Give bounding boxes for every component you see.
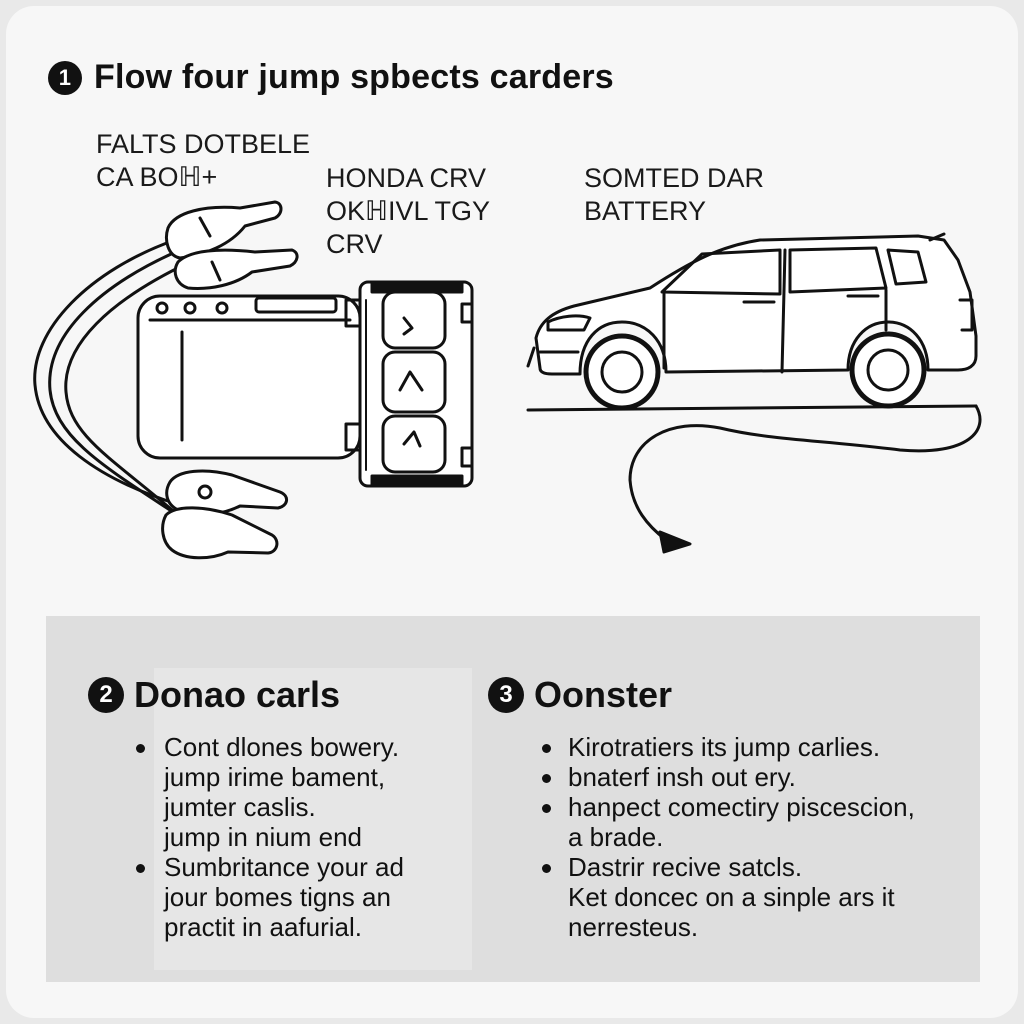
bullet-line: jump in nium end bbox=[164, 822, 362, 852]
bullet-line: Ket doncec on a sinple ars it bbox=[568, 882, 895, 912]
panel-highlight bbox=[154, 668, 472, 970]
list-item: Dastrir recive satcls. Ket doncec on a s… bbox=[488, 852, 968, 942]
bullet-line: jump irime bament, bbox=[164, 762, 386, 792]
bullet-line: Sumbritance your ad bbox=[164, 852, 404, 882]
bullet-line: a brade. bbox=[568, 822, 664, 852]
target-battery-label: SOMTED DAR BATTERY bbox=[584, 163, 765, 226]
bullet-line: bnaterf insh out ery. bbox=[568, 762, 796, 792]
bullet-dot bbox=[542, 864, 551, 873]
list-item: Cont dlones bowery. jump irime bament, j… bbox=[88, 732, 488, 852]
bullet-dot bbox=[542, 804, 551, 813]
bullet-line: Cont dlones bowery. bbox=[164, 732, 400, 762]
list-item: bnaterf insh out ery. bbox=[488, 762, 968, 792]
bullet-line: Kirotratiers its jump carlies. bbox=[568, 732, 881, 762]
suv-car-icon bbox=[526, 232, 978, 411]
section-2-heading: 2 Donao carls bbox=[88, 674, 488, 716]
bottom-clamps-icon bbox=[161, 469, 288, 560]
section-2-bullets: Cont dlones bowery. jump irime bament, j… bbox=[88, 732, 488, 942]
main-title: 1 Flow four jump spbects carders bbox=[48, 58, 614, 97]
step-3-badge: 3 bbox=[488, 677, 524, 713]
bullet-line: nerresteus. bbox=[568, 912, 699, 942]
bullet-line: hanpect comectiry piscescion, bbox=[568, 792, 915, 822]
jumper-cables bbox=[33, 238, 197, 532]
top-clamps-icon bbox=[165, 200, 299, 290]
main-title-text: Flow four jump spbects carders bbox=[94, 58, 614, 96]
flow-arrow-icon bbox=[526, 404, 982, 554]
step-1-badge: 1 bbox=[48, 60, 82, 95]
bullet-line: practit in aafurial. bbox=[164, 912, 362, 942]
section-3: 3 Oonster Kirotratiers its jump carlies.… bbox=[488, 674, 968, 942]
bullet-dot bbox=[136, 744, 145, 753]
section-2: 2 Donao carls Cont dlones bowery. jump i… bbox=[88, 674, 488, 942]
booster-pack-icon bbox=[136, 294, 362, 460]
bullet-dot bbox=[542, 744, 551, 753]
bullet-dot bbox=[136, 864, 145, 873]
section-2-title: Donao carls bbox=[134, 674, 341, 715]
list-item: Sumbritance your ad jour bomes tigns an … bbox=[88, 852, 488, 942]
step-2-badge: 2 bbox=[88, 677, 124, 713]
bullet-line: Dastrir recive satcls. bbox=[568, 852, 803, 882]
jump-starter-illustration bbox=[33, 200, 982, 560]
bullet-line: jour bomes tigns an bbox=[164, 882, 391, 912]
section-3-heading: 3 Oonster bbox=[488, 674, 968, 716]
section-3-title: Oonster bbox=[534, 674, 673, 715]
bullet-dot bbox=[542, 774, 551, 783]
list-item: hanpect comectiry piscescion, a brade. bbox=[488, 792, 968, 852]
battery-terminal-icon bbox=[358, 280, 474, 488]
section-3-bullets: Kirotratiers its jump carlies. bnaterf i… bbox=[488, 732, 968, 942]
booster-label: FALTS DOTBELE CA BOℍ+ bbox=[96, 129, 311, 192]
instructions-panel: 2 Donao carls Cont dlones bowery. jump i… bbox=[46, 616, 980, 982]
bullet-line: jumter caslis. bbox=[164, 792, 316, 822]
list-item: Kirotratiers its jump carlies. bbox=[488, 732, 968, 762]
car-model-label: HONDA CRV OKℍIVL TGY CRV bbox=[326, 163, 490, 259]
